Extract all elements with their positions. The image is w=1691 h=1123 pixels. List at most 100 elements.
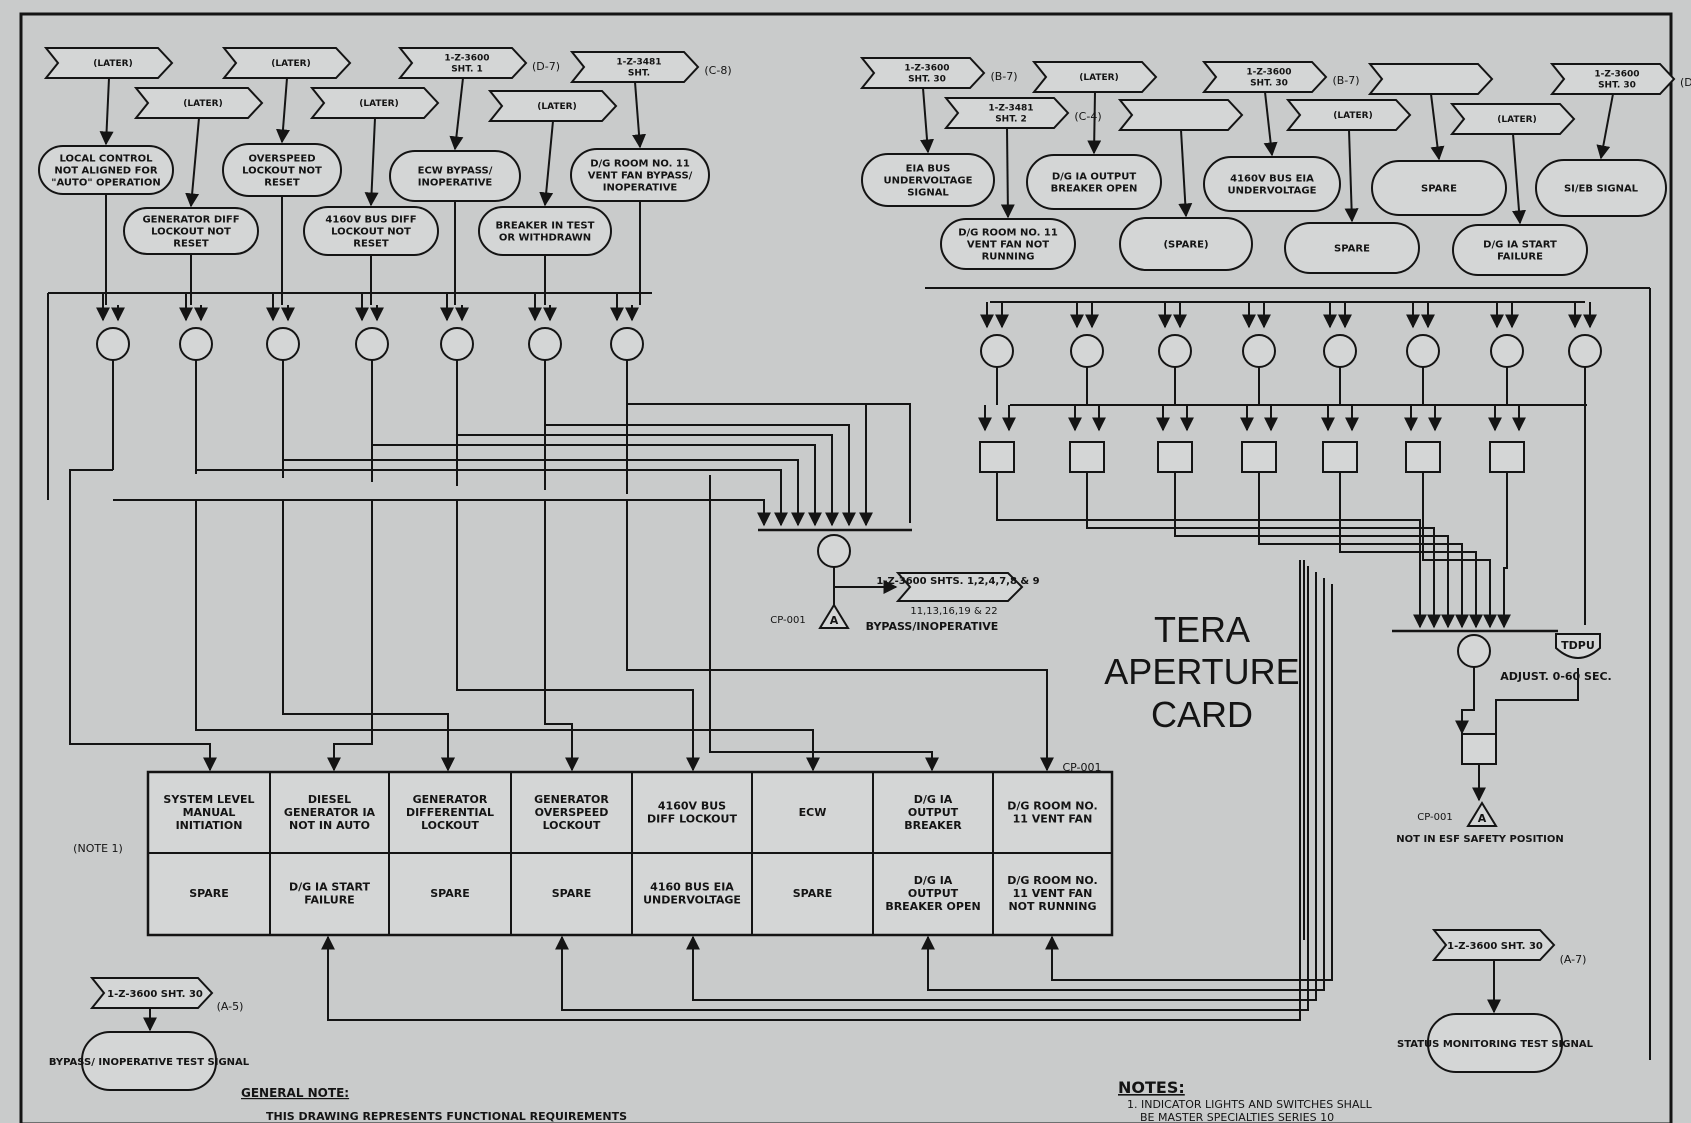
bypass-or-gate: [817, 534, 851, 568]
right-inhibit-gate-2: [1069, 441, 1105, 473]
svg-text:APERTURE: APERTURE: [1104, 651, 1299, 692]
bypass-test-offsheet-connector: [89, 977, 214, 1009]
notes-section: GENERAL NOTE: THIS DRAWING REPRESENTS FU…: [241, 1078, 1373, 1123]
left-and-gate-2: [179, 327, 213, 361]
panel-bottom-cell-1: SPARE: [189, 887, 228, 900]
left-condition-7: [570, 148, 710, 202]
right-condition-9-label: SI/EB SIGNAL: [1564, 184, 1639, 195]
left-source-5-location: (D-7): [532, 60, 560, 73]
left-source-7-location: (C-8): [704, 64, 731, 77]
left-condition-4: [303, 206, 439, 256]
left-and-gate-5: [440, 327, 474, 361]
panel-bottom-cell-6: SPARE: [793, 887, 832, 900]
bypass-test-signal: [81, 1031, 217, 1091]
right-source-1-location: (B-7): [990, 70, 1017, 83]
left-source-3: [221, 47, 352, 79]
right-and-gate-2: [1070, 334, 1104, 368]
panel-bottom-cell-3: SPARE: [430, 887, 469, 900]
right-source-7: [1367, 63, 1494, 95]
svg-text:CP-001: CP-001: [1062, 761, 1101, 774]
esf-or-gate: [1457, 634, 1491, 668]
left-condition-3: [222, 143, 342, 197]
right-and-gate-4: [1242, 334, 1276, 368]
esf-alarm-symbol: [1466, 801, 1498, 827]
svg-text:1-Z-3600 SHT. 30: 1-Z-3600 SHT. 30: [107, 989, 203, 1000]
svg-text:A: A: [1478, 812, 1487, 825]
tdpu-timer: [1555, 633, 1601, 659]
left-condition-2: [123, 207, 259, 255]
svg-text:(A-5): (A-5): [217, 1000, 244, 1013]
right-inhibit-gate-6: [1405, 441, 1441, 473]
right-and-gate-3: [1158, 334, 1192, 368]
left-source-3-label: (LATER): [271, 59, 310, 69]
right-source-5-location: (B-7): [1332, 74, 1359, 87]
left-source-4-label: (LATER): [359, 99, 398, 109]
left-source-6-label: (LATER): [537, 102, 576, 112]
left-source-1-label: (LATER): [93, 59, 132, 69]
right-source-1: [859, 57, 986, 89]
tera-aperture-watermark: TERA APERTURE CARD: [1104, 609, 1299, 735]
sheet-border: [19, 12, 1673, 1123]
right-source-3-label: (LATER): [1079, 73, 1118, 83]
svg-text:TERA: TERA: [1154, 609, 1250, 650]
left-source-5: [397, 47, 528, 79]
right-inhibit-gate-5: [1322, 441, 1358, 473]
left-and-gate-4: [355, 327, 389, 361]
right-condition-1: [861, 153, 995, 207]
right-source-4: [1117, 99, 1244, 131]
svg-text:ADJUST. 0-60 SEC.: ADJUST. 0-60 SEC.: [1500, 670, 1611, 683]
left-source-7: [569, 51, 700, 83]
svg-text:(NOTE 1): (NOTE 1): [73, 842, 123, 855]
svg-text:TDPU: TDPU: [1561, 639, 1595, 652]
left-condition-5-label: ECW BYPASS/INOPERATIVE: [418, 166, 493, 189]
svg-text:CARD: CARD: [1151, 694, 1253, 735]
right-condition-6-label: SPARE: [1334, 244, 1370, 255]
right-inhibit-gate-7: [1489, 441, 1525, 473]
left-condition-6: [478, 206, 612, 256]
right-condition-6: [1284, 222, 1420, 274]
svg-text:1-Z-3600 SHTS. 1,2,4,7,8 & 9: 1-Z-3600 SHTS. 1,2,4,7,8 & 9: [876, 576, 1039, 587]
right-and-gate-5: [1323, 334, 1357, 368]
left-and-gate-1: [96, 327, 130, 361]
right-condition-4-label: (SPARE): [1163, 240, 1208, 251]
svg-text:GENERAL NOTE:: GENERAL NOTE:: [241, 1086, 349, 1100]
right-inhibit-gate-1: [979, 441, 1015, 473]
svg-text:A: A: [830, 614, 839, 627]
right-source-2-location: (C-4): [1074, 110, 1101, 123]
right-condition-8: [1452, 224, 1588, 276]
left-condition-1: [38, 145, 174, 195]
right-and-gate-7: [1490, 334, 1524, 368]
right-source-9: [1549, 63, 1676, 95]
right-and-gate-1: [980, 334, 1014, 368]
right-condition-9: [1535, 159, 1667, 217]
left-and-gate-6: [528, 327, 562, 361]
svg-text:CP-001: CP-001: [770, 615, 806, 626]
bypass-alarm-symbol: [818, 603, 850, 629]
status-monitoring-section: 1-Z-3600 SHT. 30 (A-7) STATUS MONITORING…: [1397, 929, 1594, 1073]
wiring: [47, 77, 1651, 1060]
panel-bottom-cell-4: SPARE: [552, 887, 591, 900]
svg-text:(A-7): (A-7): [1560, 953, 1587, 966]
